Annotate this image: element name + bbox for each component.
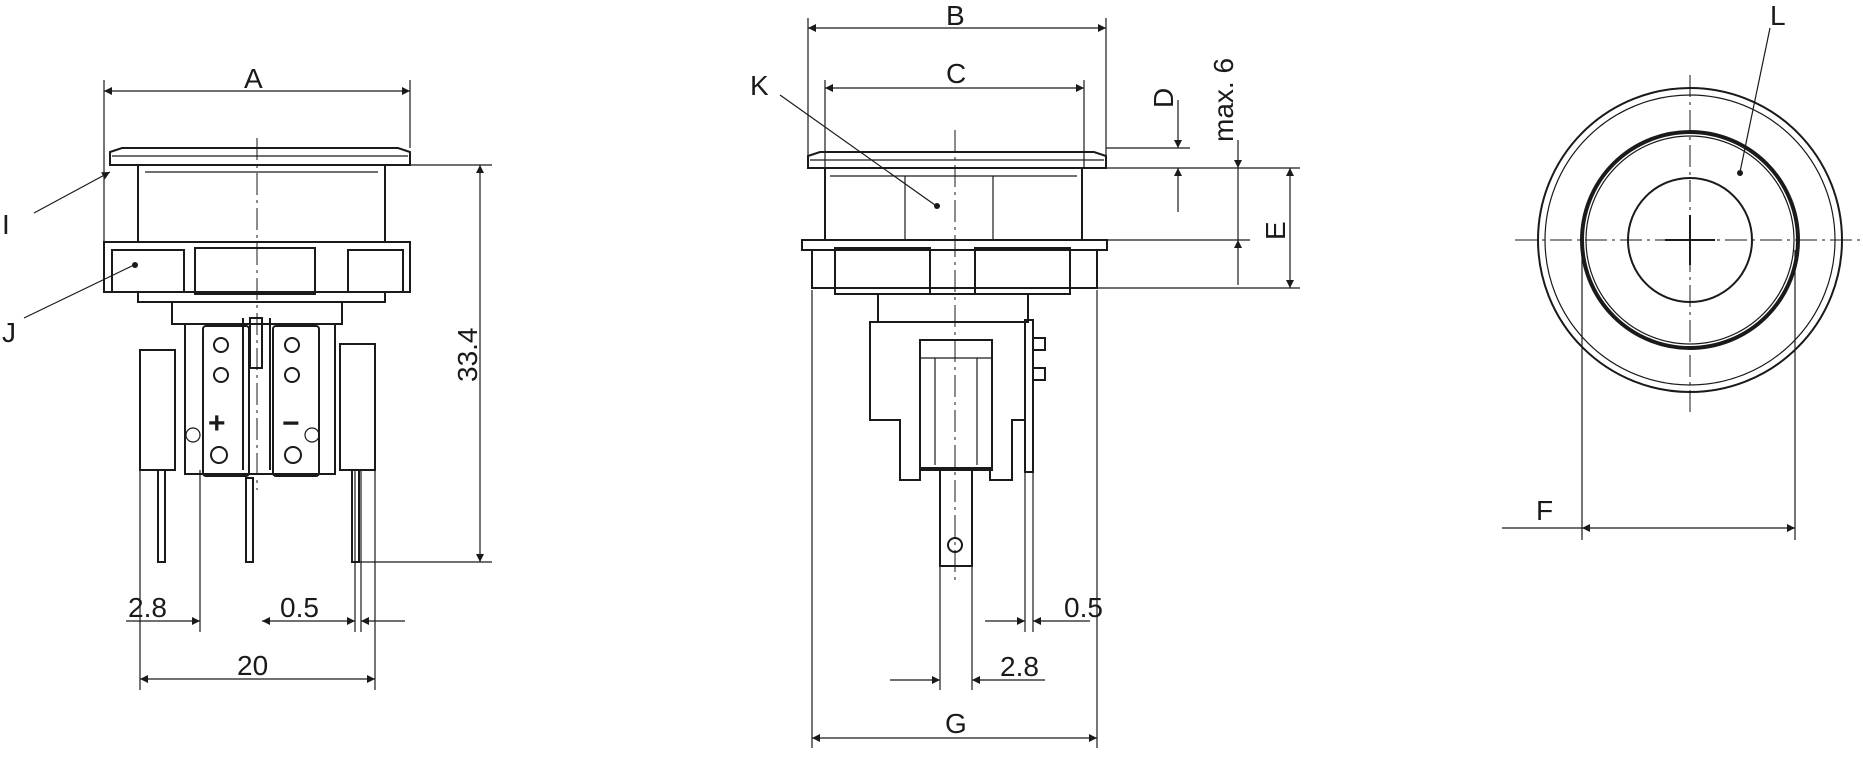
callout-label-I: I: [2, 209, 10, 240]
side-lens-body: [824, 167, 1083, 241]
front-terminal-plus: [202, 325, 250, 477]
dim-label-B: B: [946, 0, 965, 31]
dim-label-A: A: [244, 63, 263, 94]
dim-label-C: C: [946, 58, 966, 89]
front-pin-left: [157, 469, 166, 563]
dim-label-2-8-left: 2.8: [128, 592, 167, 623]
dim-label-G: G: [945, 708, 967, 739]
callout-label-L: L: [1770, 0, 1786, 31]
dim-label-0-5-left: 0.5: [280, 592, 319, 623]
top-view: L F: [1502, 0, 1863, 540]
front-switch-body: [139, 349, 176, 471]
front-view: + − A 33.4 2.8 0.5: [2, 63, 492, 690]
terminal-plus-label: +: [208, 407, 226, 440]
leader-I: [33, 171, 111, 214]
terminal-minus-label: −: [282, 407, 300, 440]
front-terminal-minus: [272, 325, 320, 477]
dim-label-E: E: [1260, 221, 1291, 240]
leader-K: [779, 94, 936, 206]
side-switch-body: [869, 321, 1026, 481]
dim-label-max6: max. 6: [1208, 58, 1239, 142]
side-view: B C D max. 6 E K 0.5: [750, 0, 1300, 748]
dim-label-20: 20: [237, 650, 268, 681]
dim-label-D: D: [1148, 88, 1179, 108]
callout-label-K: K: [750, 70, 769, 101]
side-pin: [939, 467, 973, 567]
leader-J: [23, 264, 135, 319]
leader-L: [1739, 27, 1771, 173]
dim-label-33-4: 33.4: [452, 328, 483, 383]
dim-label-2-8-mid: 2.8: [1000, 651, 1039, 682]
front-cap: [109, 147, 411, 166]
front-lens-body: [137, 164, 386, 243]
dim-label-F: F: [1536, 495, 1553, 526]
callout-label-J: J: [2, 317, 16, 348]
